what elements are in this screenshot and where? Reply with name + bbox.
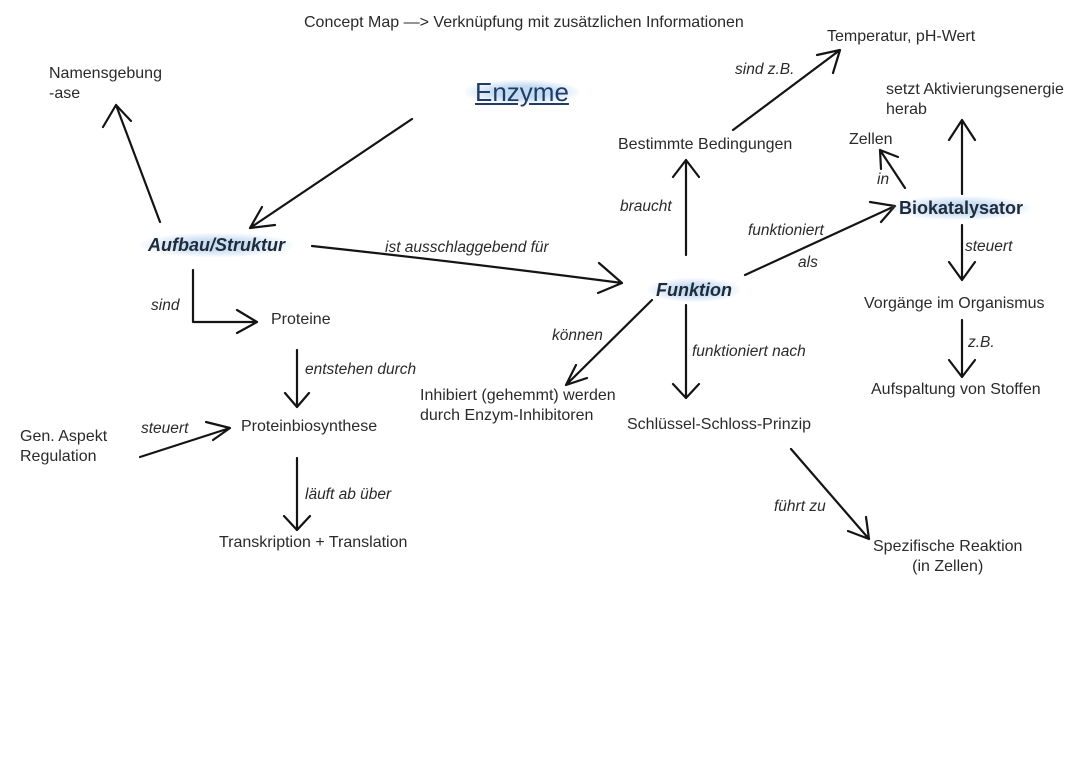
node-spezifische-reaktion: Spezifische Reaktion (in Zellen) [873,538,1023,575]
node-namensgebung: Namensgebung -ase [49,65,162,102]
edge-label-zb: z.B. [968,334,995,351]
edge-label-sind-zb: sind z.B. [735,61,795,78]
node-aktivierungsenergie: setzt Aktivierungsenergie herab [886,81,1064,118]
node-aufspaltung-von-stoffen: Aufspaltung von Stoffen [871,381,1041,398]
arrow-aufbau-to-proteine [191,268,259,335]
arrow-proteinbiosynthese-to-transkription [282,456,312,532]
node-transkription-translation: Transkription + Translation [219,534,408,551]
arrow-biokatalysator-to-aktivierung [947,118,977,196]
node-bestimmte-bedingungen: Bestimmte Bedingungen [618,136,793,153]
edge-label-steuert: steuert [965,238,1013,255]
edge-label-ausschlaggebend: ist ausschlaggebend für [385,239,549,256]
edge-label-laeuft-ab-ueber: läuft ab über [305,486,392,503]
arrow-biokatalysator-to-vorgaenge [947,223,977,282]
arrow-schluessel-to-spezifisch [789,447,871,541]
edge-label-braucht: braucht [620,198,672,215]
edge-label-entstehen-durch: entstehen durch [305,361,417,378]
node-temperatur-ph: Temperatur, pH-Wert [827,28,976,45]
node-zellen: Zellen [849,131,893,148]
arrow-vorgaenge-to-aufspaltung [947,318,977,379]
edge-label-in: in [877,171,890,188]
edge-label-fuehrt-zu: führt zu [774,498,826,515]
node-vorgaenge-im-organismus: Vorgänge im Organismus [864,295,1045,312]
edge-label-sind: sind [151,297,180,314]
node-aufbau-struktur: Aufbau/Struktur [140,233,293,257]
edge-label-koennen: können [552,327,603,344]
node-schluessel-schloss-prinzip: Schlüssel-Schloss-Prinzip [627,416,812,433]
edge-label-als: als [798,254,818,271]
arrow-enzyme-to-aufbau [248,117,414,230]
diagram-title: Concept Map —> Verknüpfung mit zusätzlic… [304,14,744,31]
arrow-genaspekt-to-proteinbiosynthese [138,420,232,459]
arrow-aufbau-to-namensgebung [101,103,162,224]
node-gen-aspekt: Gen. Aspekt Regulation [20,428,108,465]
arrow-funktion-to-schluessel [671,303,701,400]
arrow-funktion-to-bedingungen [671,158,701,257]
node-biokatalysator: Biokatalysator [891,196,1032,220]
edge-label-funktioniert-nach: funktioniert nach [692,343,806,360]
arrow-biokatalysator-to-zellen [878,148,907,190]
node-inhibiert: Inhibiert (gehemmt) werden durch Enzym-I… [420,387,616,424]
arrow-bedingungen-to-temperatur [731,48,842,132]
arrow-aufbau-to-funktion [310,244,624,295]
node-funktion: Funktion [648,278,740,302]
node-enzyme: Enzyme [465,79,579,105]
arrow-funktion-to-inhibiert [564,298,654,387]
arrow-proteine-to-proteinbiosynthese [283,348,311,409]
edge-label-funktioniert: funktioniert [748,222,824,239]
node-proteinbiosynthese: Proteinbiosynthese [241,418,378,435]
edge-label-steuert-gen: steuert [141,420,189,437]
node-proteine: Proteine [271,311,331,328]
